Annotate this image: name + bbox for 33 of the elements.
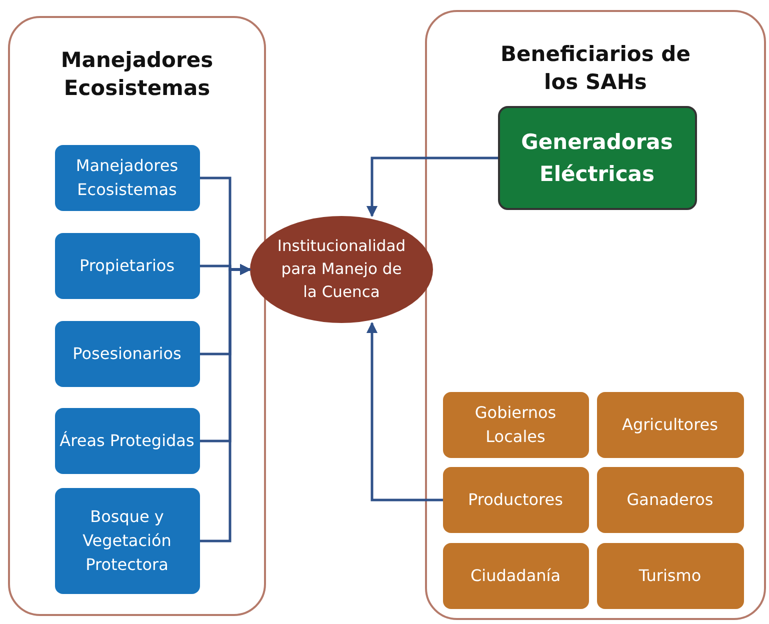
connector-arrow (200, 264, 252, 542)
connector-arrow (366, 322, 443, 502)
process-box (596, 392, 744, 458)
process-box (54, 232, 200, 298)
node-label: Gobiernos Locales (474, 402, 558, 448)
node-label: Propietarios (79, 254, 175, 276)
process-box (54, 320, 200, 386)
process-box (442, 466, 588, 532)
process-box (54, 144, 200, 210)
connector-arrow (366, 156, 498, 218)
group-panel (8, 16, 266, 616)
process-ellipse (250, 216, 433, 323)
node-label: Institucionalidad para Manejo de la Cuenca (276, 236, 407, 303)
process-box (442, 542, 588, 608)
process-box (596, 466, 744, 532)
node-label: Manejadores Ecosistemas (74, 154, 180, 200)
process-box (442, 392, 588, 458)
node-label: Ganaderos (626, 488, 714, 510)
process-box (54, 488, 200, 594)
process-box (596, 542, 744, 608)
panel-title: Beneficiarios de los SAHs (500, 41, 692, 96)
node-label: Posesionarios (72, 342, 182, 364)
group-panel (425, 10, 766, 620)
node-label: Áreas Protegidas (60, 430, 194, 452)
node-label: Generadoras Eléctricas (520, 128, 674, 188)
node-label: Turismo (638, 564, 702, 586)
panel-title: Manejadores Ecosistemas (60, 47, 214, 102)
process-box (498, 106, 696, 210)
node-label: Bosque y Vegetación Protectora (82, 506, 172, 576)
node-label: Ciudadanía (470, 564, 561, 586)
node-label: Agricultores (622, 414, 718, 436)
node-label: Productores (468, 488, 563, 510)
process-box (54, 408, 200, 474)
